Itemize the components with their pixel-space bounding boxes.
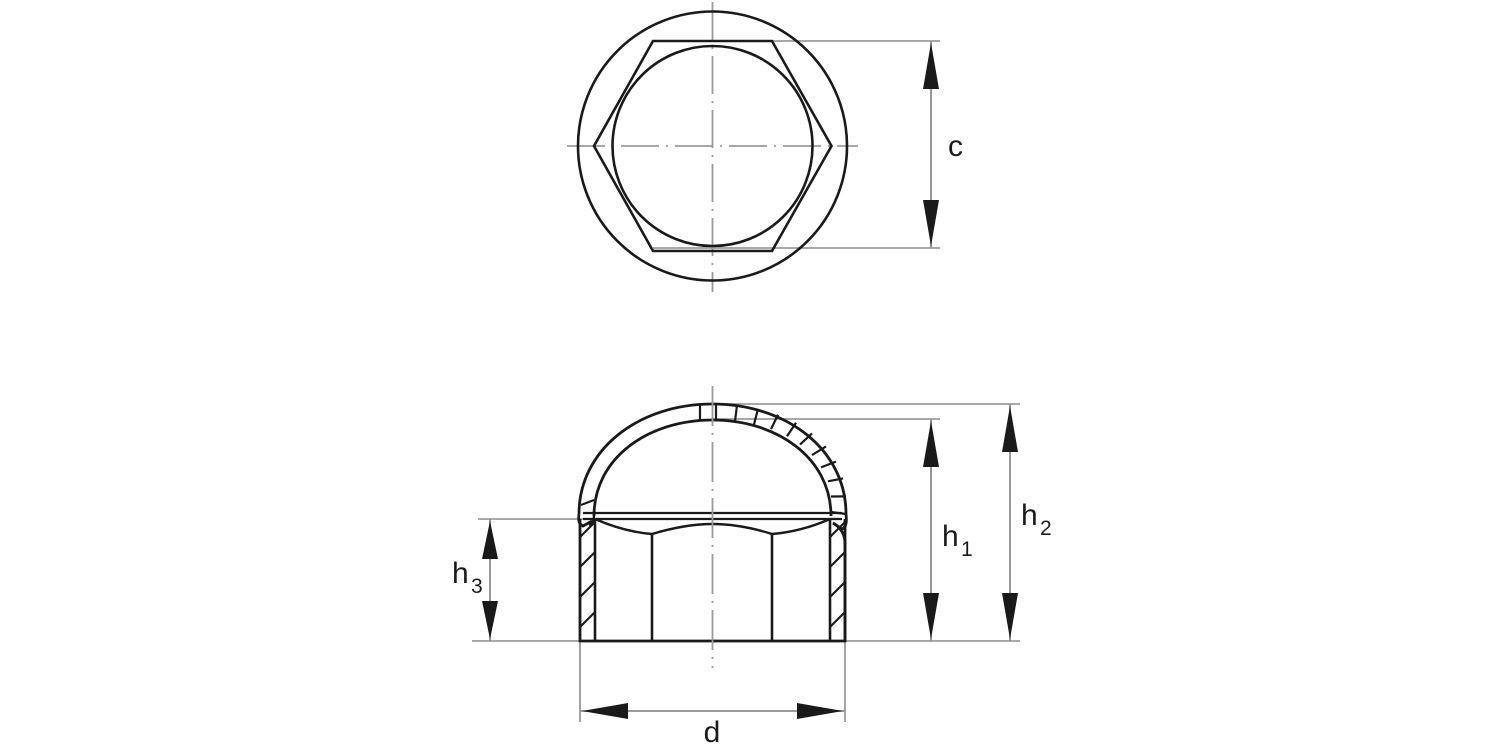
- dimension-label-c: c: [948, 130, 963, 163]
- arrowhead-h1-bottom: [923, 593, 939, 639]
- dimension-h1: h 1: [923, 419, 973, 641]
- dimension-label-h2-subscript: 2: [1040, 517, 1052, 540]
- top-view-inner-circle: [611, 44, 814, 248]
- arrowhead-h2-bottom: [1002, 593, 1018, 639]
- top-view-hexagon: [592, 39, 833, 253]
- chamfer-arc-right: [771, 517, 831, 536]
- dimension-label-h1: h: [942, 520, 959, 553]
- dimension-h3: h 3: [452, 519, 498, 641]
- dimension-h2: h 2: [1002, 404, 1052, 641]
- left-shoulder-hatch-1: [580, 498, 595, 507]
- top-view-outer-circle: [576, 10, 849, 282]
- arrowhead-d-left: [582, 703, 628, 719]
- front-section-view-group: h 1 h 2 h 3: [452, 386, 1052, 749]
- dimension-label-h2: h: [1021, 499, 1038, 532]
- dimension-c: c: [923, 41, 963, 248]
- dimension-label-h1-subscript: 1: [961, 538, 973, 561]
- dome-section-hatching: [698, 404, 847, 516]
- dimension-label-h3: h: [452, 557, 469, 590]
- arrowhead-d-right: [797, 703, 843, 719]
- arrowhead-c-bottom: [923, 200, 939, 246]
- chamfer-arc-left: [594, 517, 653, 536]
- top-view-group: c: [567, 2, 963, 292]
- left-wall-hatching: [580, 520, 595, 641]
- dimension-label-d: d: [704, 716, 721, 749]
- dimension-label-h3-subscript: 3: [471, 575, 483, 598]
- left-shoulder-inner: [588, 515, 596, 527]
- arrowhead-h3-bottom: [482, 601, 498, 639]
- dimension-d: d: [580, 703, 845, 749]
- right-wall-hatching: [830, 520, 845, 641]
- arrowhead-c-top: [923, 43, 939, 89]
- arrowhead-h1-top: [923, 421, 939, 467]
- arrowhead-h2-top: [1002, 406, 1018, 452]
- arrowhead-h3-top: [482, 521, 498, 559]
